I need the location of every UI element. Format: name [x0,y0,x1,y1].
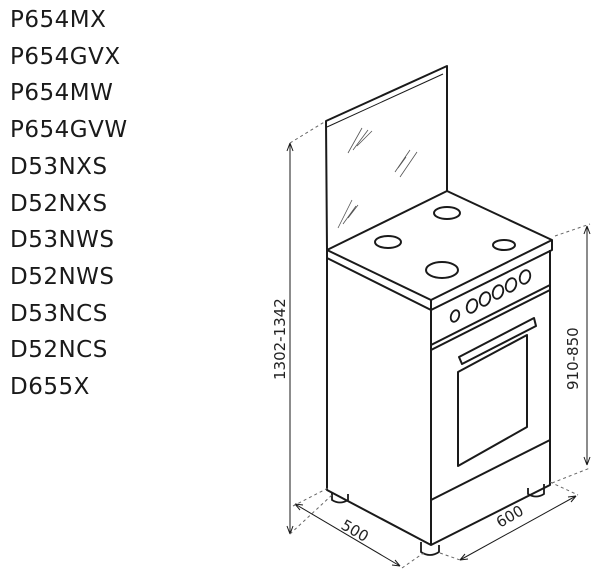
model-name: D53NCS [10,300,108,327]
model-name: P654MX [10,7,107,33]
cooktop [326,190,553,311]
model-name: P654GVW [10,117,128,144]
model-name: D655X [10,374,90,401]
depth-dimension-label: 500 [338,516,372,546]
height-dimension-label: 1302-1342 [271,298,289,380]
burner [433,206,461,220]
feet [331,484,545,556]
width-dimension-label: 600 [493,502,527,532]
model-name: P654GVX [10,43,121,70]
model-list: P654MX P654GVX P654MW P654GVW D53NXS D52… [10,2,128,406]
model-name: D53NWS [10,227,115,254]
control-knobs [449,269,532,323]
model-name: D53NXS [10,153,108,180]
worktop-height-dimension-label: 910-850 [564,327,582,390]
burner [425,261,459,279]
model-name: D52NXS [10,190,108,217]
backsplash [325,65,448,251]
burner [492,239,516,251]
model-name: P654MW [10,80,114,107]
burner [374,235,402,249]
model-name: D52NCS [10,337,108,364]
model-name: D52NWS [10,263,115,290]
dimension-lines [286,120,591,569]
oven-door [457,317,537,467]
body [326,250,551,546]
